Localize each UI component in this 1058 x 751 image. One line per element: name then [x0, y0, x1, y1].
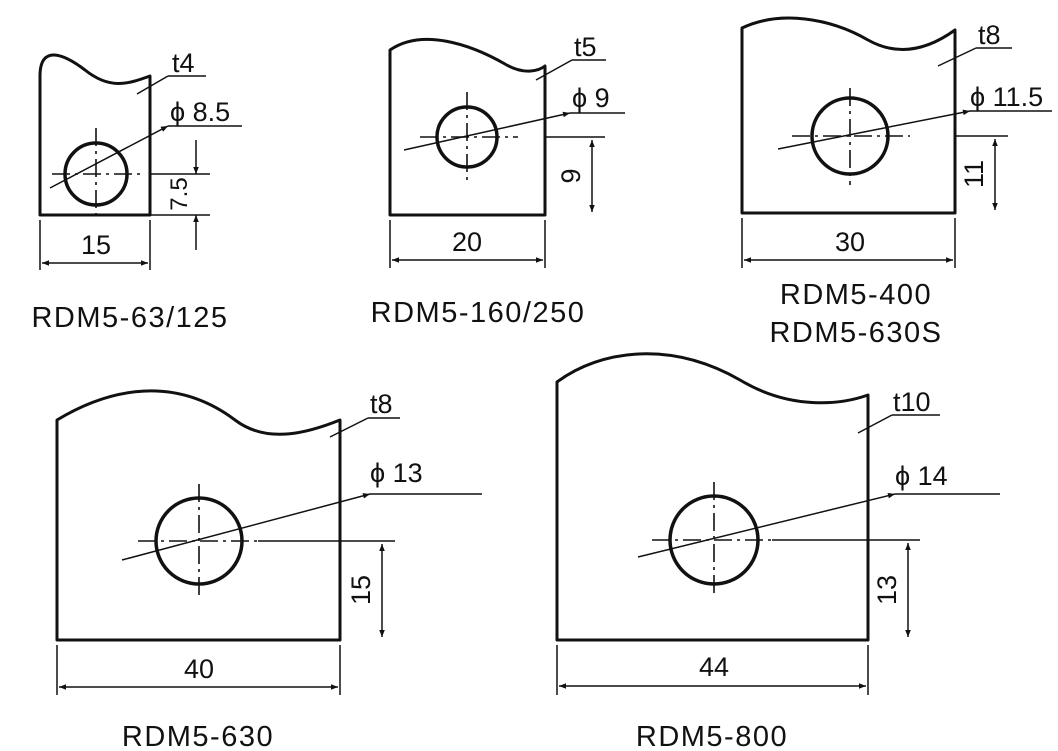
hole-leader: [49, 125, 169, 189]
hole-diameter-label: ϕ 11.5: [970, 82, 1043, 112]
model-name: RDM5-630: [122, 721, 274, 751]
width-label: 30: [835, 227, 865, 257]
height-label: 11: [959, 160, 989, 188]
plate-outline: [740, 16, 957, 215]
thickness-leader: [857, 414, 893, 434]
plate-outline: [388, 37, 547, 217]
thickness-leader: [136, 75, 169, 95]
height-label: 7.5: [166, 177, 193, 210]
hole-leader: [637, 492, 896, 558]
hole-leader: [403, 111, 571, 151]
hole-leader: [121, 493, 371, 561]
thickness-label: t8: [370, 389, 393, 419]
width-label: 20: [452, 227, 482, 257]
thickness-label: t4: [172, 48, 195, 78]
height-label: 15: [346, 575, 376, 605]
width-label: 44: [699, 652, 729, 682]
terminal-rdm5-630: t8 ϕ 13 15 40 RDM5-630: [55, 389, 482, 751]
thickness-leader: [329, 417, 369, 438]
height-label: 13: [872, 575, 902, 605]
thickness-label: t10: [893, 387, 931, 417]
model-name: RDM5-800: [636, 721, 788, 751]
model-name-line-2: RDM5-630S: [769, 317, 942, 349]
thickness-leader: [535, 59, 573, 81]
thickness-label: t8: [978, 20, 1001, 50]
height-label: 9: [556, 168, 586, 183]
terminal-rdm5-63-125: t4 ϕ 8.5 7.5 15 RDM5-63/125: [31, 48, 242, 334]
hole-diameter-label: ϕ 14: [895, 461, 948, 491]
plate-outline: [55, 389, 342, 642]
terminal-rdm5-160-250: t5 ϕ 9 9 20 RDM5-160/250: [371, 32, 625, 329]
hole-leader: [777, 109, 971, 150]
thickness-label: t5: [574, 32, 597, 62]
hole-diameter-label: ϕ 13: [370, 458, 423, 488]
plate-outline: [555, 352, 870, 642]
width-label: 15: [81, 230, 111, 260]
thickness-leader: [937, 47, 977, 67]
model-name: RDM5-160/250: [371, 297, 586, 329]
terminal-rdm5-800: t10 ϕ 14 13 44 RDM5-800: [555, 352, 1000, 751]
terminal-rdm5-400: t8 ϕ 11.5 11 30 RDM5-400 RDM5-630S: [740, 16, 1052, 349]
model-name-line-1: RDM5-400: [780, 279, 932, 311]
model-name: RDM5-63/125: [31, 302, 228, 334]
hole-diameter-label: ϕ 9: [572, 83, 610, 113]
width-label: 40: [184, 654, 214, 684]
hole-diameter-label: ϕ 8.5: [170, 97, 230, 127]
plate-outline: [38, 53, 152, 217]
